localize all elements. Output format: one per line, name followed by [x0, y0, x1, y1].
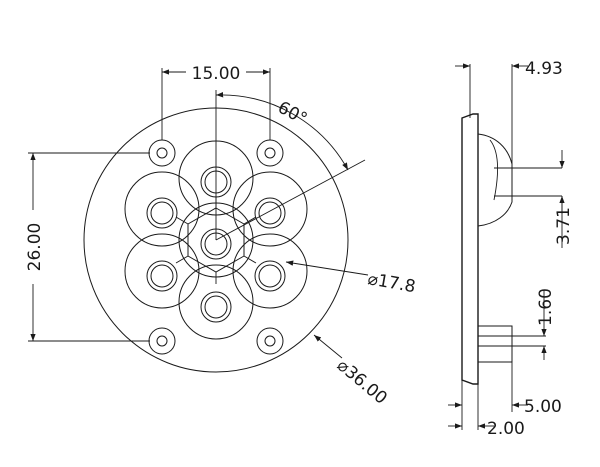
- dimension-label: 4.93: [525, 59, 563, 79]
- lens-hole: [254, 260, 286, 292]
- dimension-label: 26.00: [25, 223, 45, 272]
- mounting-hole: [148, 139, 176, 167]
- dimension-depth: 5.00: [448, 362, 562, 430]
- dimension-top: 4.93: [455, 59, 563, 164]
- mounting-hole: [256, 139, 284, 167]
- dimension-label: 15.00: [192, 64, 241, 84]
- lens-holes: [146, 166, 286, 323]
- lens-hole: [146, 260, 178, 292]
- lens-hole: [200, 291, 232, 323]
- front-view: 15.00 60° 26.00 ⌀17.8 ⌀36.00: [25, 64, 417, 409]
- dimension-label: 5.00: [524, 397, 562, 417]
- dimension-label: ⌀17.8: [366, 269, 417, 297]
- dimension-label: ⌀36.00: [333, 356, 391, 409]
- dimension-angle: 60°: [215, 90, 366, 241]
- dimension-stem: 3.71: [554, 150, 574, 248]
- base-plate: [461, 113, 479, 385]
- lens-profile: [477, 133, 513, 227]
- dimension-base: 2.00: [448, 419, 525, 439]
- side-view: 4.93 3.71 1.60 5.00 2: [448, 59, 574, 439]
- dimension-label: 3.71: [554, 207, 574, 245]
- dimension-vertical: 26.00: [25, 152, 150, 342]
- dimension-outer-diameter: ⌀36.00: [313, 334, 391, 409]
- dimension-label: 2.00: [487, 419, 525, 439]
- mounting-hole: [148, 327, 176, 355]
- lens-hole: [254, 197, 286, 229]
- dimension-hole-spacing: 15.00: [161, 64, 271, 140]
- pin-profile: [478, 325, 513, 363]
- lens-stem: [494, 167, 562, 197]
- dimension-label: 1.60: [536, 288, 556, 326]
- dimension-pin: 1.60: [536, 288, 556, 360]
- lens-hole: [146, 197, 178, 229]
- mounting-hole: [256, 327, 284, 355]
